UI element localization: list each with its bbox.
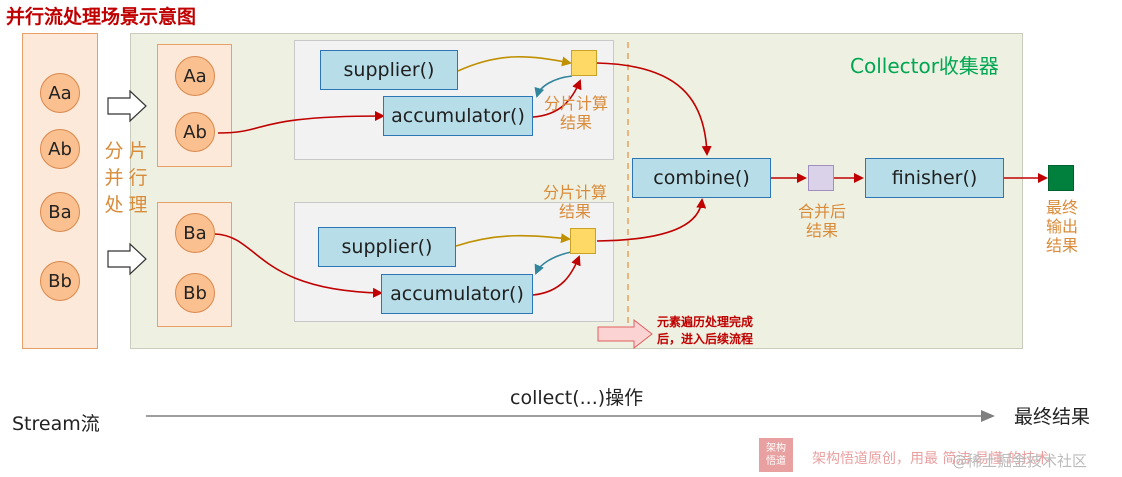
stream-item-bb: Bb [40, 261, 80, 301]
stream-item-aa: Aa [40, 73, 80, 113]
note-line: 元素遍历处理完成 [657, 315, 754, 329]
output-label-line: 结果 [1045, 236, 1078, 255]
final-output [1048, 165, 1074, 191]
finisher-box: finisher() [865, 158, 1004, 198]
note-arrow [597, 318, 653, 350]
partition-label-char: 分 [104, 140, 124, 162]
partition-b-item-2: Bb [175, 273, 215, 313]
partial-result-label-line: 分片计算 [543, 94, 608, 113]
stream-arrow-a [107, 89, 147, 123]
accumulator-box-b: accumulator() [381, 274, 533, 314]
stream-item-ba: Ba [40, 192, 80, 232]
collector-label: Collector收集器 [850, 54, 999, 78]
combine-box: combine() [632, 158, 771, 198]
accumulator-box-a: accumulator() [383, 96, 533, 136]
output-label-line: 最终 [1045, 198, 1078, 217]
phase-note: 元素遍历处理完成 后，进入后续流程 [657, 314, 753, 348]
partition-label-char: 理 [128, 194, 148, 216]
merged-result [808, 165, 834, 191]
collect-label: collect(...)操作 [510, 387, 644, 409]
final-output-label: 最终 输出 结果 [1040, 198, 1084, 255]
partial-result-a [571, 50, 597, 76]
watermark-logo-line: 架构 [766, 443, 786, 454]
supplier-box-a: supplier() [320, 50, 458, 90]
watermark-overlay: @稀土掘金技术社区 [952, 452, 1088, 470]
final-result-label: 最终结果 [1014, 406, 1091, 428]
stream-item-ab: Ab [40, 129, 80, 169]
merged-label-line: 合并后 [797, 202, 846, 221]
merged-result-label: 合并后 结果 [792, 202, 852, 240]
watermark-logo-line: 悟道 [766, 456, 786, 467]
supplier-box-b: supplier() [318, 227, 456, 267]
partition-b-item-1: Ba [175, 213, 215, 253]
note-line: 后，进入后续流程 [657, 332, 754, 346]
watermark-logo: 架构 悟道 [759, 438, 793, 472]
partition-label-right: 片 行 理 [126, 138, 150, 219]
partition-label-char: 并 [104, 167, 124, 189]
partition-label-char: 处 [104, 194, 124, 216]
partial-result-label-line: 分片计算 [542, 183, 607, 202]
partition-label-char: 行 [128, 167, 148, 189]
output-label-line: 输出 [1045, 217, 1078, 236]
partial-result-label-a: 分片计算 结果 [534, 94, 618, 132]
partial-result-label-b: 分片计算 结果 [533, 183, 617, 221]
partition-label-left: 分 并 处 [102, 138, 126, 219]
partition-label-char: 片 [128, 140, 148, 162]
partial-result-label-line: 结果 [559, 113, 592, 132]
partial-result-label-line: 结果 [558, 202, 591, 221]
stream-arrow-b [107, 242, 147, 276]
partial-result-b [570, 228, 596, 254]
stream-label: Stream流 [12, 413, 100, 435]
partition-a-item-2: Ab [175, 112, 215, 152]
partition-a-item-1: Aa [175, 56, 215, 96]
merged-label-line: 结果 [805, 221, 838, 240]
diagram-title: 并行流处理场景示意图 [6, 6, 197, 28]
watermark-text: 架构悟道原创，用最 简洁 易懂 的技术 [812, 451, 1050, 467]
